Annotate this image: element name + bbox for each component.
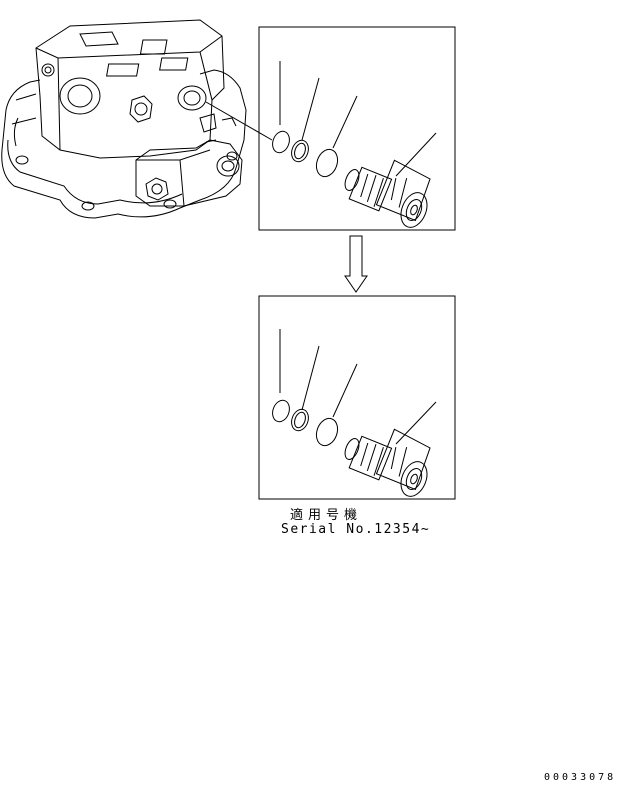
document-id: 00033078 — [544, 772, 617, 783]
down-arrow-icon — [345, 236, 367, 292]
cartridge-valve — [342, 160, 433, 231]
valve-housing-illustration — [2, 20, 246, 218]
installation-leader-line — [206, 102, 272, 140]
o-ring-small — [270, 129, 293, 155]
o-ring-small — [270, 398, 293, 424]
o-ring-large — [313, 146, 341, 179]
callout-box-before — [259, 27, 455, 231]
cartridge-valve — [342, 429, 433, 500]
serial-number-text: Serial No.12354~ — [281, 522, 431, 537]
applicable-serial-label: 適用号機 — [290, 508, 363, 523]
backup-ring — [289, 138, 312, 164]
o-ring-large — [313, 415, 341, 448]
backup-ring — [289, 407, 312, 433]
callout-box-after — [259, 296, 455, 500]
